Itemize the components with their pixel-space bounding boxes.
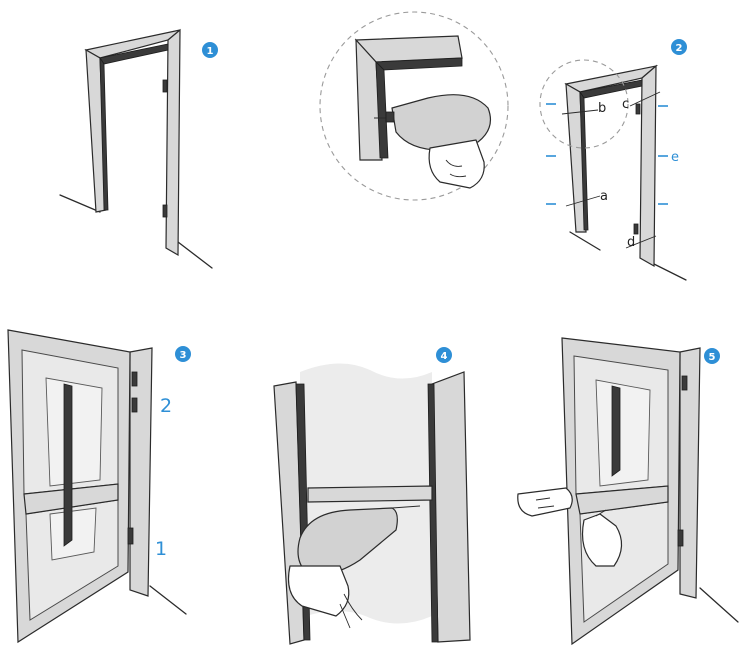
step-number: 4 [441, 351, 448, 362]
step-number: 1 [207, 46, 214, 57]
reflection-window [595, 379, 651, 487]
hinge-lower [127, 527, 134, 545]
screwdriver [595, 509, 607, 517]
hinge-order-label-upper: 2 [160, 395, 172, 417]
step-2-badge: 2 [671, 39, 687, 55]
label-b: b [598, 101, 606, 116]
drill-body [391, 94, 491, 151]
step-1-badge: 1 [202, 42, 218, 58]
floor-line [149, 585, 187, 615]
detail-zoom-circle [319, 11, 509, 201]
frame-right-jamb [679, 347, 701, 599]
step-number: 2 [676, 43, 683, 54]
floor-line-left [569, 231, 601, 251]
hand-holding-door [517, 487, 573, 517]
hand-on-drill [428, 139, 485, 189]
hand-with-screwdriver [581, 513, 623, 567]
frame-left-rebate [579, 90, 589, 231]
detail-frame-jamb [355, 38, 383, 161]
step-4-badge: 4 [436, 347, 452, 363]
hinge-top [162, 79, 168, 93]
hand-fingers [445, 159, 467, 178]
step-5-badge: 5 [704, 348, 720, 364]
cross-rail [307, 485, 433, 503]
mid-rail [575, 485, 669, 515]
step-2-detail [319, 11, 509, 201]
leader-d [625, 235, 657, 249]
hinge-order-label-lower: 1 [155, 538, 167, 560]
label-d: d [627, 235, 635, 250]
hinge-lower [677, 529, 684, 547]
step-3-panel: 2 1 3 [7, 329, 191, 644]
label-e: e [671, 150, 679, 165]
step-2-panel: b a c d e 2 [539, 39, 687, 281]
leader-a [565, 195, 601, 207]
hinge-bottom [633, 223, 639, 235]
leader-b [561, 109, 599, 115]
frame-right-jamb [639, 64, 657, 268]
reflection-window-lower [49, 507, 97, 561]
floor-line-right [649, 261, 687, 281]
rail-screw [391, 505, 421, 509]
label-a: a [600, 189, 608, 204]
step-5-panel: 5 [517, 337, 739, 646]
detail-marker-circle [539, 59, 629, 149]
label-c: c [622, 97, 629, 112]
hinge-bottom [162, 204, 168, 218]
right-jamb-rebate [427, 383, 439, 643]
step-number: 5 [709, 352, 716, 363]
hand-on-drill [287, 565, 350, 617]
step-1-panel: 1 [59, 28, 218, 269]
floor-line-left [59, 194, 101, 213]
frame-left-rebate [99, 56, 109, 211]
reflection-window [45, 377, 103, 487]
detail-jamb-rebate [375, 60, 389, 159]
hinge-upper [131, 371, 138, 387]
drill-chuck [385, 111, 395, 123]
hinge-upper [681, 375, 688, 391]
leader-c [629, 91, 661, 107]
hand-fingers [339, 593, 363, 629]
floor-line [699, 587, 739, 623]
hinge-upper-2 [131, 397, 138, 413]
frame-right-jamb [165, 28, 181, 257]
step-3-badge: 3 [175, 346, 191, 362]
reflection-post [611, 385, 621, 477]
step-number: 3 [180, 350, 187, 361]
hand-fingers [535, 497, 555, 509]
step-4-panel: 4 [273, 347, 471, 645]
floor-line-right [177, 241, 213, 269]
reflection-post [63, 383, 73, 547]
hinge-top [635, 103, 641, 115]
